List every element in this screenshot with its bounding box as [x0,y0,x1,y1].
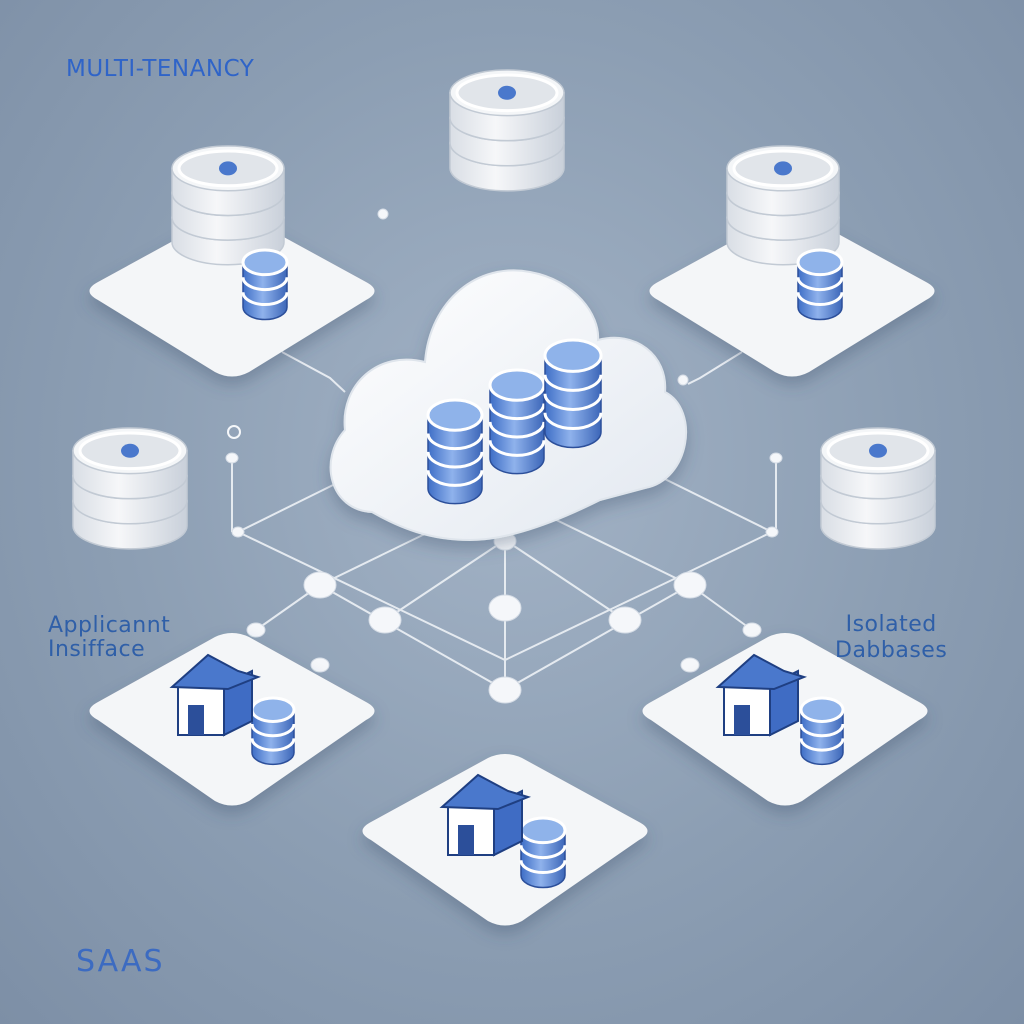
network-nodes [225,208,783,704]
blue-db-top-right [796,248,844,321]
databases-label-line-2: Dabbases [835,638,948,663]
platform-top-left [89,214,375,377]
indicator-dot [869,443,887,458]
indicator-dot [121,443,139,458]
indicator-dot [219,161,237,176]
isolated-databases-label: Isolated Dabbases [835,612,947,664]
server-stack-top-left [171,145,285,266]
application-label-line-1: Applicannt [48,613,171,638]
server-stacks [72,69,936,550]
tenant-house-left [169,653,262,737]
blue-db-bottom-left [250,696,296,766]
indicator-dot [774,161,792,176]
application-label-line-2: Insifface [48,637,146,662]
tenant-house-center [439,773,532,857]
indicator-dot [498,85,516,100]
diagram-title: MULTI-TENANCY [66,56,255,82]
saas-footer-label: SAAS [76,944,165,979]
platform-top-right [649,214,935,377]
application-instance-label: Applicannt Insifface [48,614,170,662]
blue-db-top-left [241,248,289,321]
blue-db-cloud-2 [488,368,546,475]
server-stack-top [449,69,565,192]
databases-label-line-1: Isolated [845,612,937,637]
blue-db-cloud-1 [426,398,484,505]
server-stack-top-right [726,145,840,266]
tenant-houses [169,653,808,857]
tenant-house-right [715,653,808,737]
blue-cylinders [241,248,845,889]
server-stack-right [820,427,936,550]
blue-db-bottom-right [799,696,845,766]
blue-db-cloud-3 [543,338,603,449]
server-stack-left [72,427,188,550]
blue-db-bottom-center [519,816,567,889]
